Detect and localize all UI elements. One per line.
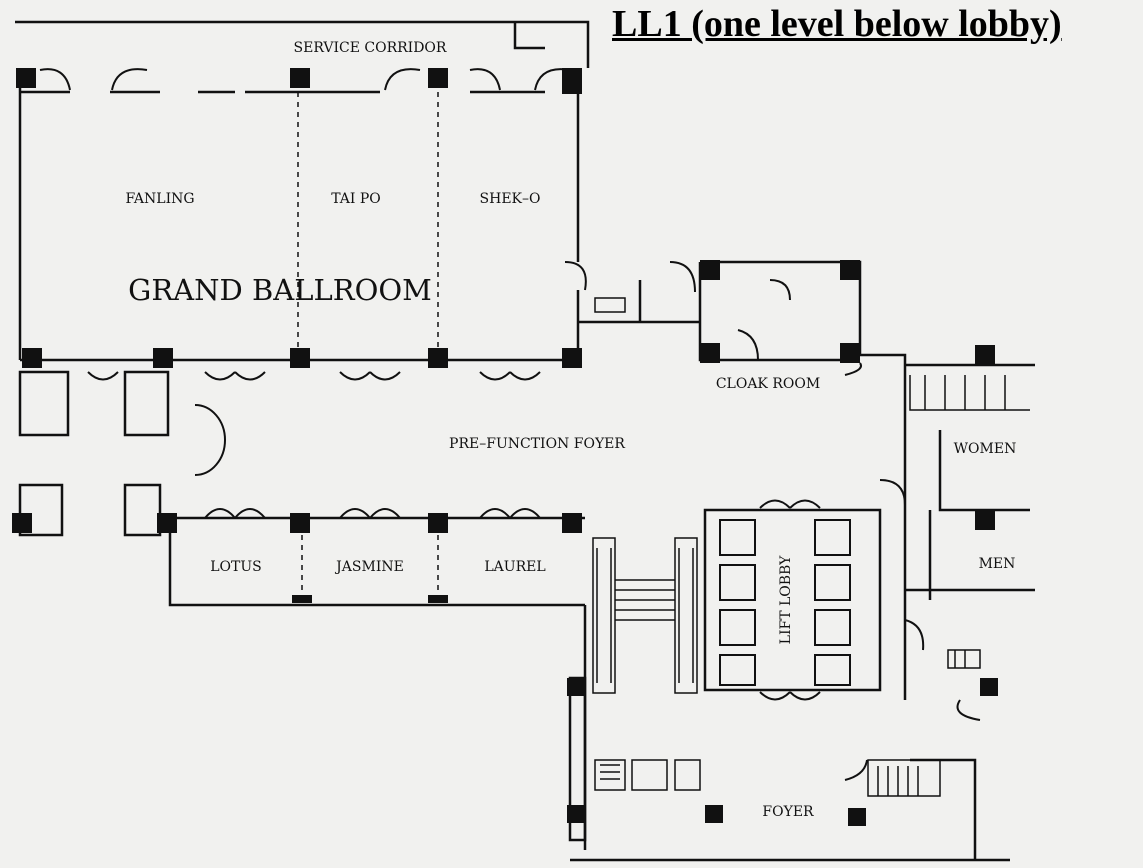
stairs bbox=[594, 297, 1030, 797]
pre-function-foyer-label: PRE–FUNCTION FOYER bbox=[449, 436, 625, 452]
foyer-label: FOYER bbox=[762, 804, 814, 820]
ballroom-side-walls bbox=[18, 75, 580, 360]
cloak-room-walls bbox=[578, 260, 862, 362]
women-label: WOMEN bbox=[954, 441, 1017, 457]
jasmine-label: JASMINE bbox=[334, 559, 404, 575]
door-swings bbox=[39, 68, 981, 781]
shek-o-label: SHEK–O bbox=[480, 191, 541, 207]
laurel-label: LAUREL bbox=[484, 559, 545, 575]
cloak-room-label: CLOAK ROOM bbox=[716, 376, 820, 392]
lotus-label: LOTUS bbox=[210, 559, 262, 575]
columns bbox=[12, 68, 998, 826]
lift-cars bbox=[719, 519, 851, 686]
plan-title: LL1 (one level below lobby) bbox=[612, 3, 1062, 45]
service-corridor-stair-wall bbox=[513, 22, 545, 50]
tai-po-label: TAI PO bbox=[331, 191, 381, 207]
service-corridor-label: SERVICE CORRIDOR bbox=[294, 40, 447, 56]
lower-meeting-rooms-wall bbox=[168, 518, 585, 607]
fanling-label: FANLING bbox=[125, 191, 194, 207]
women-men-partition bbox=[928, 430, 1030, 600]
escalators bbox=[592, 537, 698, 694]
service-corridor-wall bbox=[15, 20, 590, 68]
left-lower-service-rooms bbox=[18, 483, 162, 537]
left-service-rooms bbox=[18, 370, 170, 437]
movable-partitions bbox=[297, 92, 439, 600]
men-label: MEN bbox=[979, 556, 1016, 572]
grand-ballroom-label: GRAND BALLROOM bbox=[128, 273, 432, 307]
restroom-walls bbox=[860, 353, 1035, 700]
lift-lobby-label: LIFT LOBBY bbox=[778, 555, 794, 644]
lift-lobby-outline bbox=[703, 508, 882, 692]
